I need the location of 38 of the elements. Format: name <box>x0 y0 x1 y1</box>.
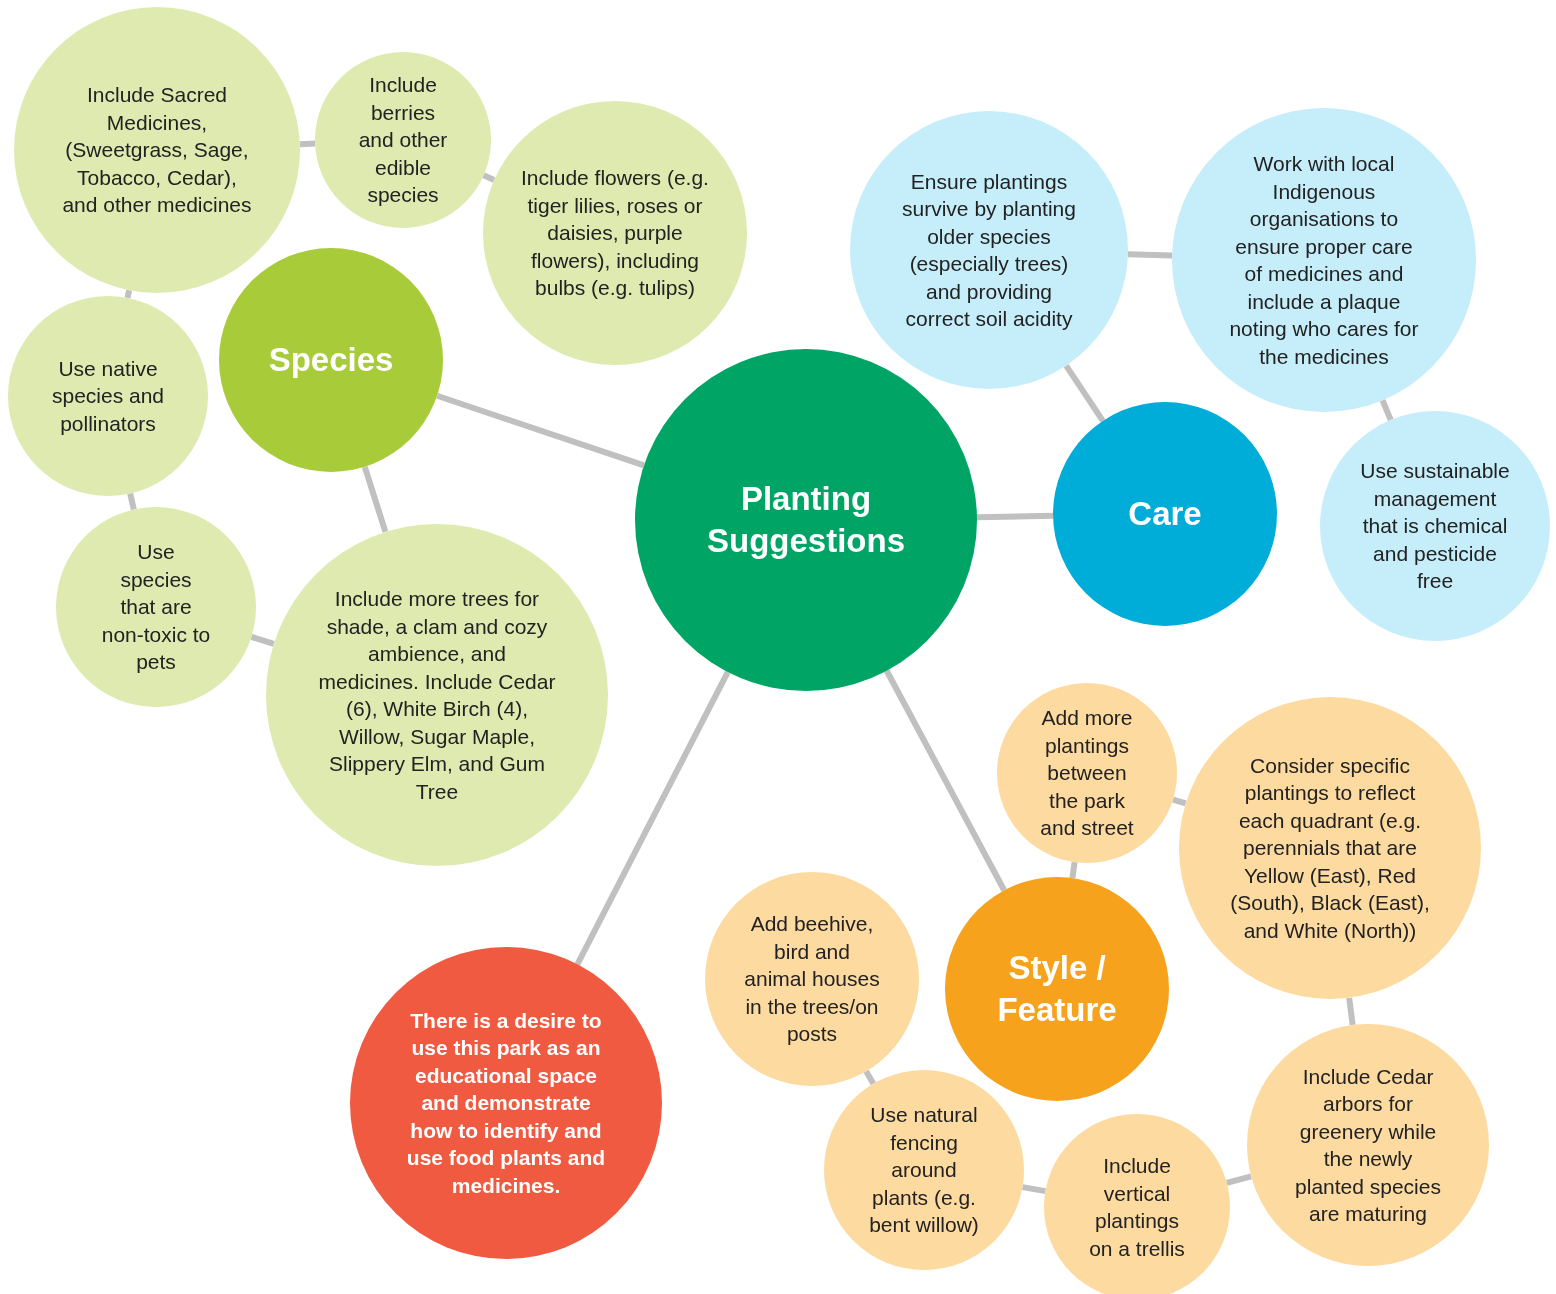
node-text: Work with local Indigenous organisations to ensure proper care of medicines and include a plaque noting who cares for the medicines <box>1228 151 1420 370</box>
connector-line <box>127 492 137 511</box>
connector-line <box>1172 796 1187 807</box>
node-text: Include more trees for shade, a clam and cozy ambience, and medicines. Include Cedar (6), White Birch (4), Willow, Sugar Maple, Slippery Elm, and Gum Tree <box>317 586 557 805</box>
node-text: Species <box>267 340 395 380</box>
connector-line <box>436 392 645 469</box>
node-text: Include Sacred Medicines, (Sweetgrass, Sage, Tobacco, Cedar), and other medicines <box>61 82 253 219</box>
connector-line <box>1127 251 1173 259</box>
connector-line <box>884 669 1007 892</box>
node-text: Style / Feature <box>996 948 1118 1030</box>
node-text: Care <box>1127 494 1203 534</box>
node-text: Use species that are non-toxic to pets <box>101 539 211 676</box>
connector-line <box>863 1069 876 1086</box>
connector-line <box>1063 364 1106 423</box>
connector-line <box>250 634 275 647</box>
connector-line <box>299 140 316 148</box>
node-text: Include vertical plantings on a trellis <box>1088 1153 1186 1262</box>
node-text: Include berries and other edible species <box>358 72 448 209</box>
node-text: There is a desire to use this park as an educational space and demonstrate how to identify and use food plants and medicines. <box>405 1007 607 1199</box>
connector-line <box>1022 1184 1046 1195</box>
node-text: Use native species and pollinators <box>50 355 166 437</box>
node-text: Include flowers (e.g. tiger lilies, roses or daisies, purple flowers), including bulbs (e.g. tulips) <box>520 165 710 302</box>
connector-line <box>1379 399 1394 422</box>
connector-line <box>482 172 496 183</box>
connector-line <box>574 670 731 966</box>
node-text: Use natural fencing around plants (e.g. bent willow) <box>868 1102 980 1239</box>
connector-line <box>1346 997 1356 1026</box>
connector-line <box>976 512 1054 521</box>
connector-line <box>361 465 389 533</box>
node-text: Include Cedar arbors for greenery while the newly planted species are maturing <box>1294 1063 1442 1227</box>
node-text: Consider specific plantings to reflect each quadrant (e.g. perennials that are Yellow (East), Red (South), Black (East), and White (North)) <box>1229 752 1431 944</box>
node-text: Add more plantings between the park and street <box>1039 705 1135 842</box>
node-text: Use sustainable management that is chemical and pesticide free <box>1359 458 1511 595</box>
node-text: Add beehive, bird and animal houses in the trees/on posts <box>743 911 881 1048</box>
node-text: Planting Suggestions <box>706 479 906 561</box>
connector-line <box>1069 861 1078 879</box>
connector-line <box>1226 1173 1252 1186</box>
node-text: Ensure plantings survive by planting older species (especially trees) and providing correct soil acidity <box>901 168 1077 332</box>
